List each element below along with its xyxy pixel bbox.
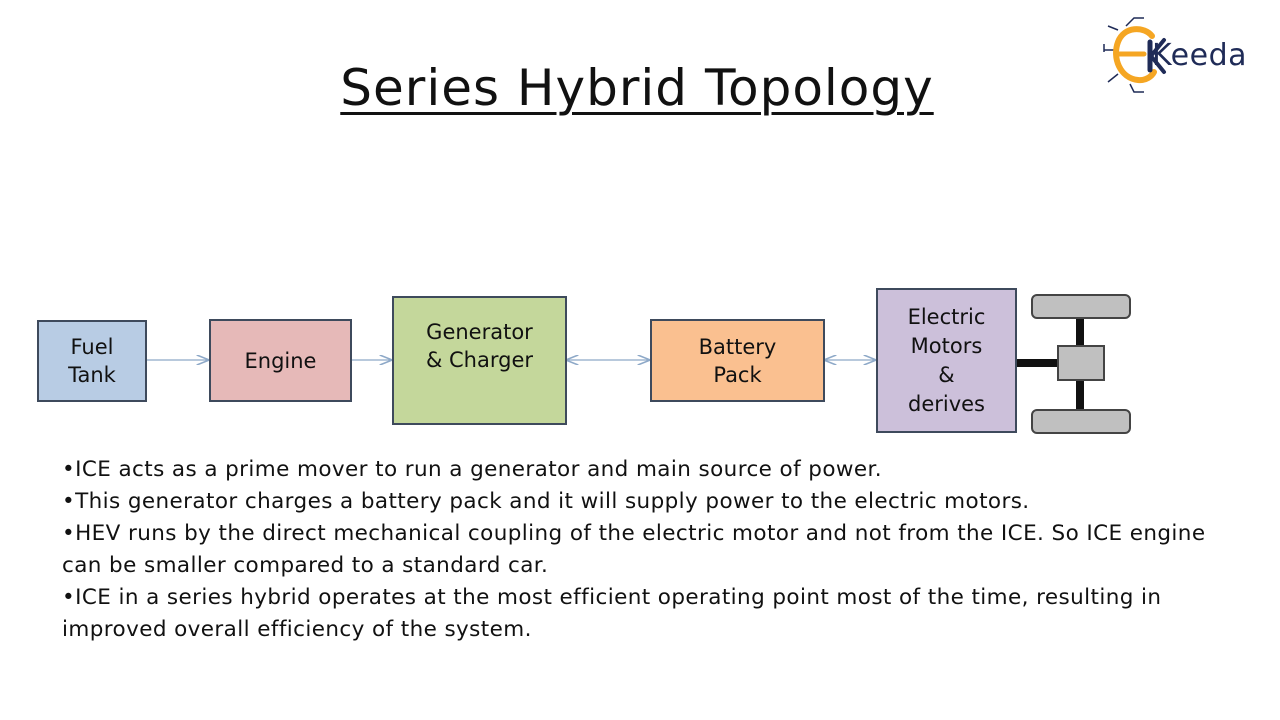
topology-diagram: Fuel Tank Engine Generator & Charger Bat…: [0, 280, 1280, 450]
bullet-item: •This generator charges a battery pack a…: [62, 489, 1030, 514]
bullet-item: •ICE in a series hybrid operates at the …: [62, 585, 1162, 642]
box-fuel-tank: Fuel Tank: [37, 320, 147, 402]
front-wheel: [1031, 294, 1131, 319]
box-generator-charger: Generator & Charger: [392, 296, 567, 425]
box-electric-motors-label: Electric Motors & derives: [907, 304, 986, 416]
logo-text: Keeda: [1152, 38, 1248, 73]
box-battery-pack: Battery Pack: [650, 319, 825, 402]
bullet-item: •HEV runs by the direct mechanical coupl…: [62, 521, 1206, 578]
differential: [1057, 345, 1105, 381]
rear-wheel: [1031, 409, 1131, 434]
drivetrain-icon: [1016, 294, 1131, 434]
connection-arrows: [146, 294, 1131, 434]
bullet-list: •ICE acts as a prime mover to run a gene…: [62, 454, 1242, 646]
bullet-item: •ICE acts as a prime mover to run a gene…: [62, 457, 883, 482]
slide-title: Series Hybrid Topology: [0, 56, 1274, 120]
ekeeda-logo-icon: [1103, 17, 1166, 93]
box-engine-label: Engine: [244, 348, 317, 373]
box-fuel-tank-label: Fuel Tank: [68, 335, 116, 387]
box-engine: Engine: [209, 319, 352, 402]
box-electric-motors: Electric Motors & derives: [876, 288, 1017, 433]
slide-title-text: Series Hybrid Topology: [340, 59, 934, 117]
box-generator-charger-label: Generator & Charger: [425, 319, 534, 372]
box-battery-pack-label: Battery Pack: [698, 334, 777, 387]
